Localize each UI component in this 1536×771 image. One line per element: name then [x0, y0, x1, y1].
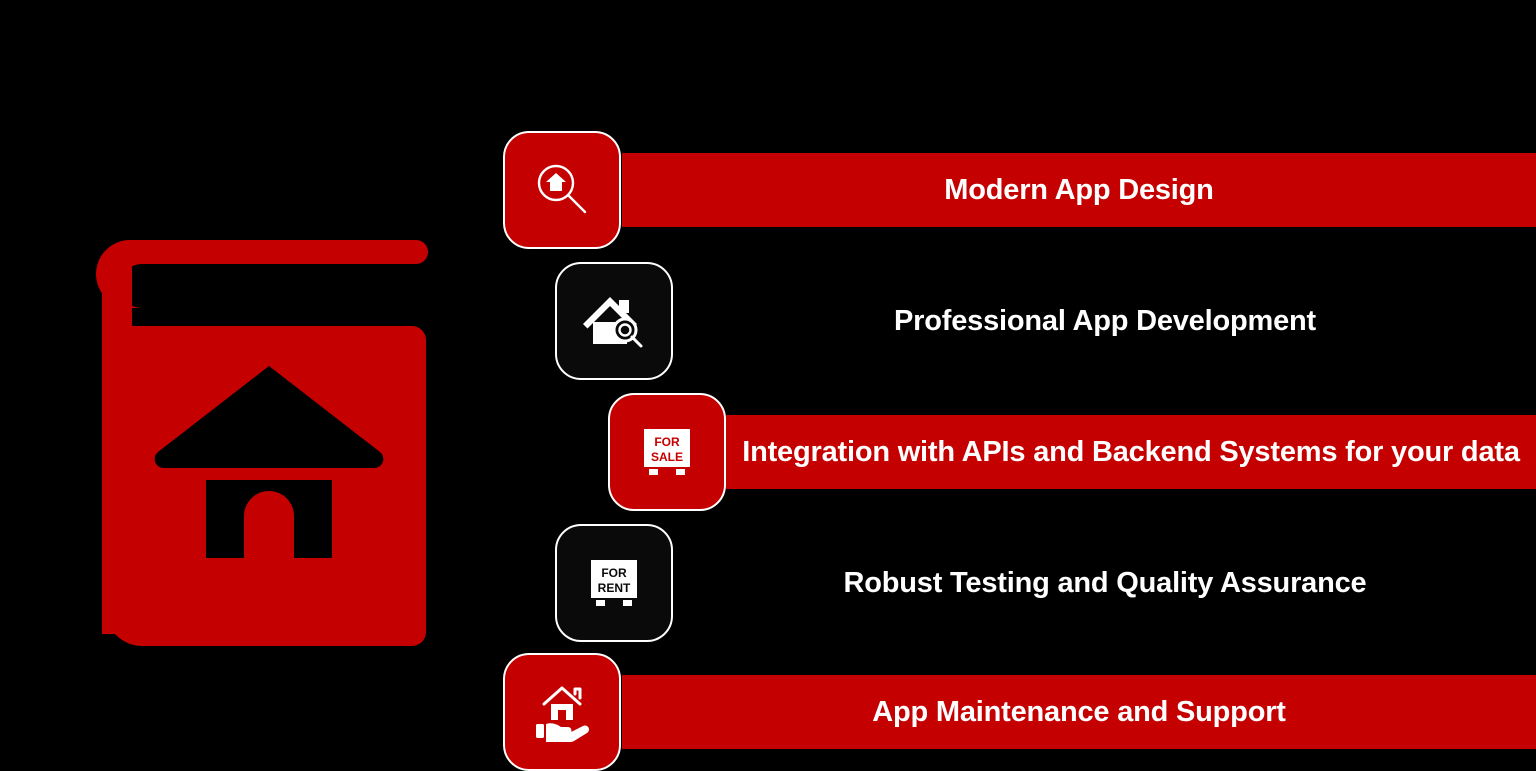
house-with-magnifier-icon — [583, 290, 645, 352]
feature-row: App Maintenance and Support — [0, 653, 1536, 771]
feature-icon-tile[interactable] — [503, 131, 621, 249]
feature-icon-tile[interactable] — [503, 653, 621, 771]
feature-bar — [674, 546, 1536, 620]
feature-row: Professional App Development — [0, 262, 1536, 380]
for-rent-sign-icon: FOR RENT — [585, 554, 643, 612]
feature-bar — [726, 415, 1536, 489]
feature-row: Modern App Design — [0, 131, 1536, 249]
feature-row: Integration with APIs and Backend System… — [0, 393, 1536, 511]
feature-bar — [622, 153, 1536, 227]
sign-line-2: SALE — [651, 450, 683, 464]
house-magnifier-search-icon — [530, 158, 594, 222]
feature-icon-tile[interactable]: FOR RENT — [555, 524, 673, 642]
hand-holding-house-icon — [532, 682, 592, 742]
feature-icon-tile[interactable] — [555, 262, 673, 380]
feature-bar — [674, 284, 1536, 358]
feature-row: Robust Testing and Quality Assurance FOR… — [0, 524, 1536, 642]
feature-icon-tile[interactable]: FOR SALE — [608, 393, 726, 511]
feature-bar — [622, 675, 1536, 749]
for-sale-sign-icon: FOR SALE — [638, 423, 696, 481]
sign-line-1: FOR — [654, 435, 680, 449]
sign-line-1: FOR — [601, 566, 627, 580]
sign-line-2: RENT — [598, 581, 631, 595]
real-estate-book-illustration — [80, 236, 436, 660]
